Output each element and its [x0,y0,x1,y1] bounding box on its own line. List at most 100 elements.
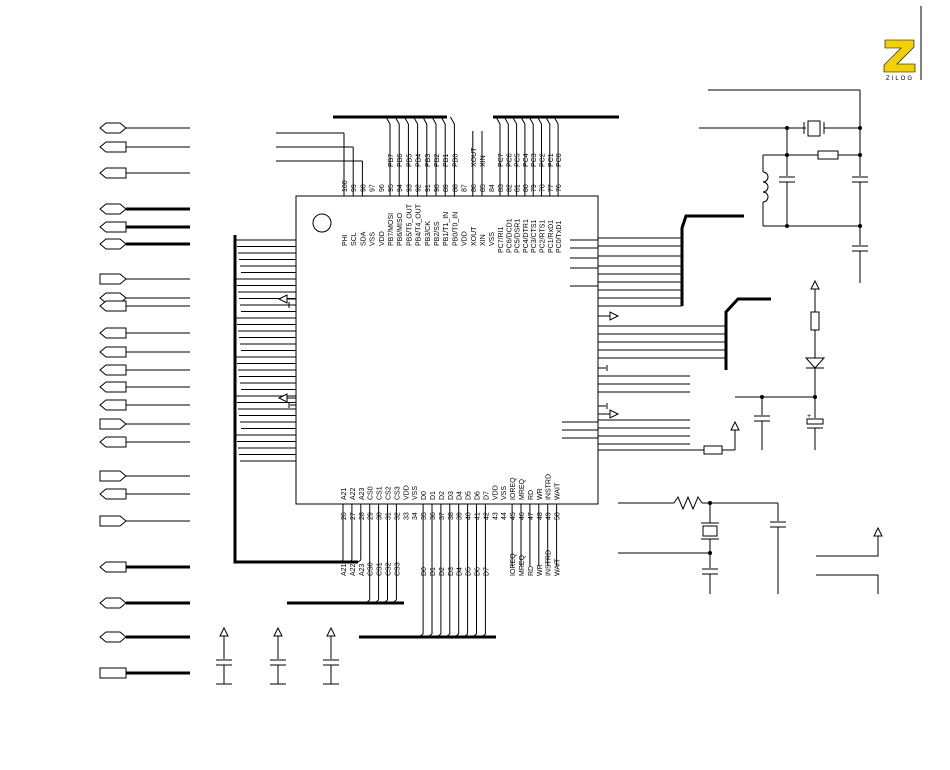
pin-name-sda: SDA [360,231,367,246]
inductor [762,171,769,226]
pin-number-36: 36 [430,512,437,520]
pin-name-cs3: CS3 [394,486,401,500]
pin-number-91: 91 [425,184,432,192]
pin-name-wait: WAIT [555,482,562,500]
pin-number-42: 42 [483,512,490,520]
pin-name-pb2-ss: PB2/SS [434,221,441,246]
pin-name-vss: VSS [370,232,377,246]
pin-number-43: 43 [492,512,499,520]
net-label-pb6: PB6 [397,154,404,167]
left-connector-21 [99,597,190,609]
pin-name-vdd: VDD [379,231,386,246]
pin-name-pb1-t1-in: PB1/T1_IN [443,212,450,246]
pin-number-99: 99 [351,184,358,192]
pin-number-48: 48 [537,512,544,520]
pin-name-vss: VSS [501,486,508,500]
net-label-d2: D2 [439,567,446,576]
left-connector-15 [99,418,190,430]
pin-number-78: 78 [540,184,547,192]
net-label-pb0: PB0 [452,154,459,167]
net-label-a21: A21 [341,563,348,576]
pin-name-wr: WR [537,488,544,500]
pin-name-vdd: VDD [492,485,499,500]
pin-name-d6: D6 [475,491,482,500]
internal-power-arrows [277,294,620,419]
pin-number-37: 37 [439,512,446,520]
net-label-cs2: CS2 [386,562,393,576]
pin-number-40: 40 [466,512,473,520]
pin-number-90: 90 [434,184,441,192]
pin-number-95: 95 [388,184,395,192]
left-connector-10 [99,327,190,339]
left-connector-18 [99,488,190,500]
pin-number-81: 81 [515,184,522,192]
logo-brand-text: ZILOG [886,76,914,82]
net-label-pc0: PC0 [556,153,563,167]
bottom-pin-labels: A2126A21A2227A22A2328A23CS029CS0CS130CS1… [341,474,562,576]
lower-oscillator-network [618,495,883,594]
net-label-xout: XOUT [471,147,478,167]
left-connector-17 [99,470,190,482]
pin-number-41: 41 [475,512,482,520]
pin-number-35: 35 [421,512,428,520]
pin-number-27: 27 [350,512,357,520]
pin-name-pb5-t5-out: PB5/T5_OUT [406,203,413,246]
pin-name-a23: A23 [359,487,366,500]
pin-name-phi: PHI [342,234,349,246]
pin-number-87: 87 [462,184,469,192]
oscillator-network [699,89,868,283]
pin-name-pb3-ck: PB3/CK [425,221,432,246]
net-label-d5: D5 [466,567,473,576]
pin-name-mreq: MREQ [519,478,526,500]
diode [804,357,826,369]
net-label-pb4: PB4 [416,154,423,167]
net-label-pc1: PC1 [548,153,555,167]
left-connector-16 [99,436,190,448]
right-pin-wires [562,237,726,445]
net-label-wr: WR [537,564,544,576]
pin-number-76: 76 [556,184,563,192]
pin-name-d5: D5 [466,491,473,500]
pin-number-85: 85 [480,184,487,192]
left-connector-6 [99,238,190,250]
pin-name-cs0: CS0 [368,486,375,500]
pin-name-xout: XOUT [471,226,478,246]
left-connector-14 [99,399,190,411]
net-label-pb7: PB7 [388,154,395,167]
bottom-pin-wires [338,504,558,638]
pin-name-pc1-rxd1: PC1/RxD1 [548,220,555,253]
pin-name-a22: A22 [350,487,357,500]
pin-number-97: 97 [370,184,377,192]
net-label-pc7: PC7 [498,153,505,167]
net-label-d6: D6 [475,567,482,576]
pin-name-vdd: VDD [462,231,469,246]
pin-number-94: 94 [397,184,404,192]
decoupling-cap-2 [270,626,286,685]
oscillator-resistor [817,150,839,160]
decoupling-cap-1 [216,626,232,685]
left-connector-20 [99,561,190,573]
net-label-a23: A23 [359,563,366,576]
pin-number-80: 80 [523,184,530,192]
pin-number-93: 93 [406,184,413,192]
pin-number-39: 39 [457,512,464,520]
pin-name-pb4-t4-out: PB4/T4_OUT [416,203,423,246]
net-label-mreq: MREQ [519,554,526,576]
left-connector-11 [99,346,190,358]
pin-number-77: 77 [548,184,555,192]
pin-name-pc6-dcd1: PC6/DCD1 [506,218,513,253]
pin-number-50: 50 [555,512,562,520]
pin-name-d4: D4 [457,491,464,500]
net-label-d3: D3 [448,567,455,576]
net-label-pc4: PC4 [523,153,530,167]
net-label-cs1: CS1 [377,562,384,576]
pin-number-33: 33 [403,512,410,520]
pin-name-pb0-t0-in: PB0/T0_IN [452,212,459,246]
left-connector-19 [99,515,190,527]
pin-name-pc5-dsr1: PC5/DSR1 [515,219,522,253]
pin-number-86: 86 [471,184,478,192]
pin-name-vss: VSS [489,232,496,246]
pin-number-89: 89 [443,184,450,192]
net-label-pc5: PC5 [515,153,522,167]
net-label-ioreq: IOREQ [510,553,517,576]
